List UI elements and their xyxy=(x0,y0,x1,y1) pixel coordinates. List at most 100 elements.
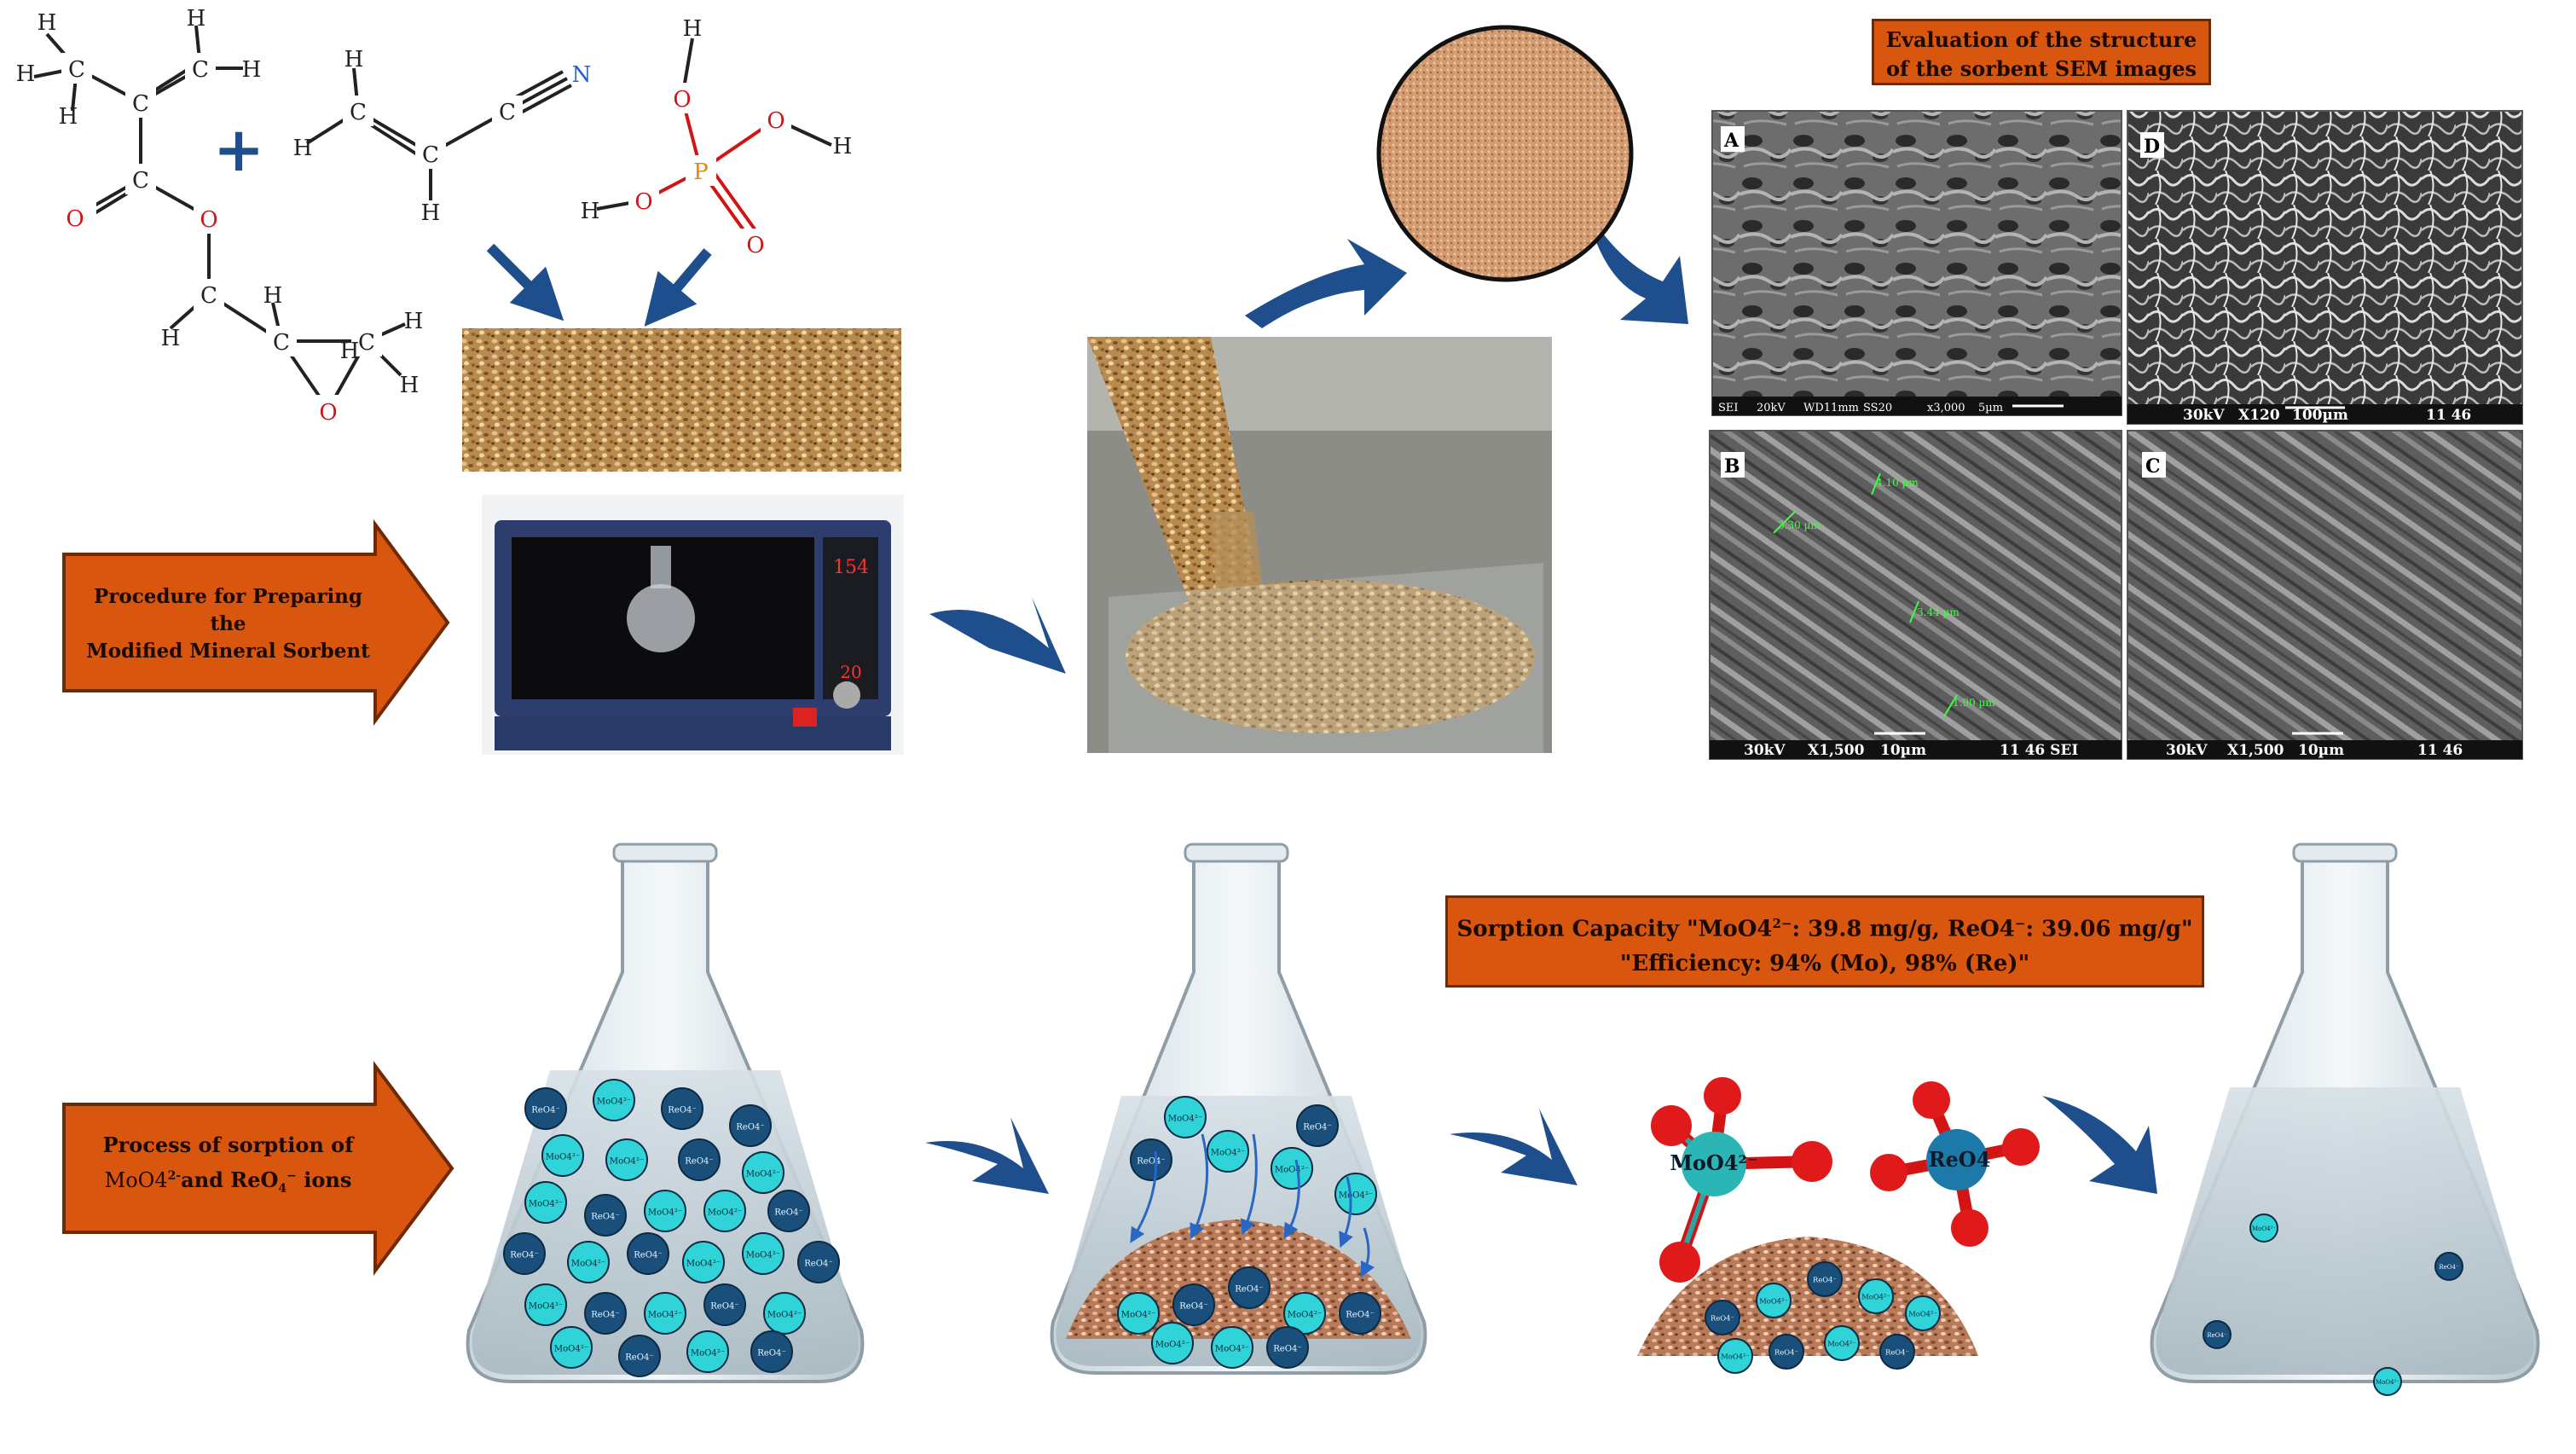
atom: C xyxy=(192,57,209,83)
perrhenate-ion-label: ReO4⁻ xyxy=(634,1250,663,1260)
sem-caption: 10µm xyxy=(1880,742,1926,759)
sem-caption: 11 46 xyxy=(2417,742,2463,759)
perrhenate-ion-label: ReO4⁻ xyxy=(591,1212,620,1221)
perrhenate-ion xyxy=(1339,1292,1381,1335)
molybdate-ion xyxy=(567,1241,610,1283)
procedure-label: Procedure for Preparing the Modified Min… xyxy=(77,583,379,665)
atom: C xyxy=(200,283,217,309)
sem-panel-d xyxy=(2127,110,2523,425)
molybdate-ion-label: MoO4²⁻ xyxy=(529,1301,563,1311)
atom: H xyxy=(344,47,364,72)
molybdate-ion-label: MoO4²⁻ xyxy=(708,1208,742,1217)
ion-group: MoO4²⁻ MoO4²⁻ ReO4⁻ ReO4⁻ MoO4²⁻ MoO4²⁻ MoO4²⁻… xyxy=(1117,1096,1381,1369)
molybdate-ion xyxy=(644,1190,686,1232)
perrhenate-ion xyxy=(584,1194,627,1237)
sorption-process-label: Process of sorption of MoO42-and ReO4− i… xyxy=(77,1130,379,1204)
perrhenate-ion-label: ReO4⁻ xyxy=(1137,1156,1166,1166)
acrylonitrile-molecule xyxy=(305,67,572,200)
atom: O xyxy=(673,87,691,113)
sem-caption: 30kV xyxy=(1744,742,1786,759)
curved-arrow xyxy=(1450,1109,1577,1185)
perrhenate-ion xyxy=(627,1232,669,1275)
perrhenate-ion-label: ReO4⁻ xyxy=(2207,1332,2227,1339)
molybdate-ion xyxy=(742,1232,784,1275)
perrhenate-ion xyxy=(524,1087,567,1130)
molybdate-ion-label: MoO4²⁻ xyxy=(691,1348,725,1358)
atom: C xyxy=(422,142,439,168)
molybdate-ion-label: MoO4²⁻ xyxy=(1339,1190,1373,1200)
oven-display-bottom: 20 xyxy=(840,662,861,682)
molybdate-ion-label: MoO4²⁻ xyxy=(1288,1310,1322,1319)
perrhenate-ion xyxy=(678,1138,721,1181)
molybdate-ion xyxy=(1334,1173,1377,1215)
atom: C xyxy=(132,91,149,117)
molybdate-model-label: MoO4²⁻ xyxy=(1670,1150,1757,1175)
molybdate-ion xyxy=(763,1292,806,1335)
molybdate-ion xyxy=(1211,1326,1253,1369)
sem-letter: A xyxy=(1723,130,1740,152)
capacity-part: : 39.06 mg/g" xyxy=(2025,916,2193,942)
sem-caption: 11 46 SEI xyxy=(2000,742,2078,759)
perrhenate-ion xyxy=(661,1087,703,1130)
perrhenate-ion xyxy=(1266,1326,1309,1369)
molybdate-ion xyxy=(1164,1096,1207,1138)
atom: H xyxy=(683,16,703,42)
curved-arrow xyxy=(2042,1096,2157,1194)
molybdate-ion xyxy=(682,1241,725,1283)
molybdate-ion xyxy=(742,1151,784,1194)
sorbent-closeup-circle xyxy=(1376,25,1634,282)
molybdate-ion-label: MoO4²⁻ xyxy=(597,1097,631,1106)
molybdate-ion-label: MoO4²⁻ xyxy=(571,1259,605,1268)
perrhenate-model-label: ReO4 xyxy=(1929,1147,1991,1172)
molybdate-ion-label: MoO4²⁻ xyxy=(1908,1310,1937,1318)
perrhenate-ion xyxy=(729,1104,772,1147)
perrhenate-ion-label: ReO4⁻ xyxy=(774,1208,803,1217)
molybdate-ion xyxy=(1717,1338,1753,1374)
molybdate-ion xyxy=(1271,1147,1313,1190)
sem-letter: B xyxy=(1724,455,1740,478)
perrhenate-ion-label: ReO4⁻ xyxy=(1813,1276,1837,1284)
perrhenate-ion xyxy=(2203,1320,2232,1349)
atom: H xyxy=(161,326,181,351)
atom: O xyxy=(200,207,217,233)
atom: H xyxy=(187,6,206,32)
perrhenate-ion-label: ReO4⁻ xyxy=(1303,1122,1332,1132)
sem-caption: 20kV xyxy=(1757,402,1786,414)
molybdate-ion-label: MoO4²⁻ xyxy=(1211,1148,1245,1157)
atom: H xyxy=(242,57,262,83)
atom: O xyxy=(767,108,784,134)
molybdate-ion xyxy=(1858,1278,1894,1314)
sem-panel-c xyxy=(2127,430,2523,760)
sem-caption: 30kV xyxy=(2183,407,2225,424)
curved-arrow xyxy=(1245,239,1407,328)
perrhenate-ion-label: ReO4⁻ xyxy=(1774,1348,1798,1357)
molybdate-ion-label: MoO4²⁻ xyxy=(686,1259,721,1268)
molybdate-ion-label: MoO4²⁻ xyxy=(1155,1340,1190,1349)
sem-caption: SEI xyxy=(1718,402,1739,414)
acrylonitrile-atoms: H H C C C N H xyxy=(293,47,592,226)
atom: H xyxy=(340,339,360,364)
plus-sign: + xyxy=(213,113,264,185)
molybdate-ion-label: MoO4²⁻ xyxy=(1275,1165,1309,1174)
atom: O xyxy=(746,233,764,258)
perrhenate-ion-label: ReO4⁻ xyxy=(1346,1310,1375,1319)
sem-caption: 11 46 xyxy=(2426,407,2471,424)
sem-title-line: Evaluation of the structure xyxy=(1885,27,2197,52)
atom: N xyxy=(572,62,592,88)
sorbent-pouring-photo xyxy=(1087,337,1552,753)
molybdate-ion xyxy=(2249,1214,2278,1243)
molybdate-ion-label: MoO4²⁻ xyxy=(610,1156,644,1166)
atom: C xyxy=(273,330,290,356)
sem-measure: 3.30 µm xyxy=(1778,519,1821,531)
sem-title-box: Evaluation of the structure of the sorbe… xyxy=(1872,19,2211,85)
perrhenate-ion xyxy=(503,1232,546,1275)
perrhenate-ion-label: ReO4⁻ xyxy=(757,1348,786,1358)
sem-measure: 3.44 µm xyxy=(1917,606,1959,618)
curved-arrow xyxy=(925,1117,1049,1194)
sem-caption: 10µm xyxy=(2298,742,2344,759)
molybdate-ion xyxy=(686,1330,729,1373)
atom: C xyxy=(350,100,367,125)
atom: H xyxy=(833,134,853,159)
molybdate-ion xyxy=(541,1134,584,1177)
